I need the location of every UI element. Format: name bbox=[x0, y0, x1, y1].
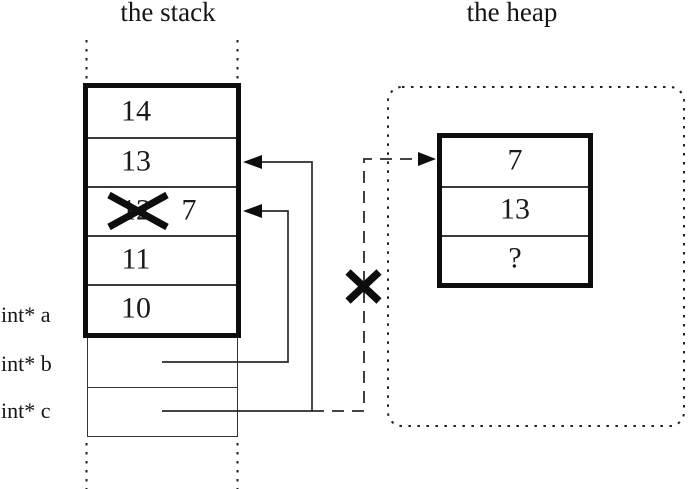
pointer-cell-b bbox=[87, 338, 237, 388]
pointer-variable-cells bbox=[86, 338, 238, 437]
arrowhead-c-icon bbox=[243, 155, 262, 169]
heap-cell-7: 7 bbox=[442, 138, 588, 186]
pointer-cell-c bbox=[88, 388, 237, 437]
stack-cell-crossed-12: 12 7 bbox=[88, 186, 236, 235]
stack-cell-value: 11 bbox=[121, 242, 151, 276]
stack-cell-14: 14 bbox=[88, 88, 236, 137]
heap-object-box: 7 13 ? bbox=[437, 133, 593, 288]
old-pointer-dashed-line bbox=[312, 158, 421, 412]
arrowhead-heap-icon bbox=[418, 152, 436, 166]
stack-title: the stack bbox=[120, 0, 216, 27]
broken-link-x-icon bbox=[345, 269, 382, 304]
stack-cell-11: 11 bbox=[88, 235, 236, 284]
stack-cell-new-value: 7 bbox=[181, 193, 197, 227]
stack-cell-value: 10 bbox=[121, 291, 151, 325]
stack-cell-10: 10 bbox=[88, 284, 236, 333]
stack-cell-old-value: 12 bbox=[121, 193, 151, 227]
heap-cell-question: ? bbox=[442, 234, 588, 283]
heap-title: the heap bbox=[466, 0, 558, 27]
arrowhead-b-icon bbox=[243, 204, 262, 218]
heap-cell-13: 13 bbox=[442, 186, 588, 234]
stack-cell-value: 14 bbox=[121, 94, 151, 128]
stack-array-box: 14 13 12 7 11 10 bbox=[83, 83, 241, 338]
pointer-label-b: int* b bbox=[1, 351, 52, 376]
pointer-label-a: int* a bbox=[1, 302, 51, 327]
heap-cell-value: 13 bbox=[500, 193, 530, 227]
pointer-label-c: int* c bbox=[1, 398, 51, 423]
stack-cell-13: 13 bbox=[88, 137, 236, 186]
heap-cell-value: 7 bbox=[507, 143, 523, 177]
stack-cell-value: 13 bbox=[121, 144, 151, 178]
heap-cell-value: ? bbox=[508, 241, 522, 275]
